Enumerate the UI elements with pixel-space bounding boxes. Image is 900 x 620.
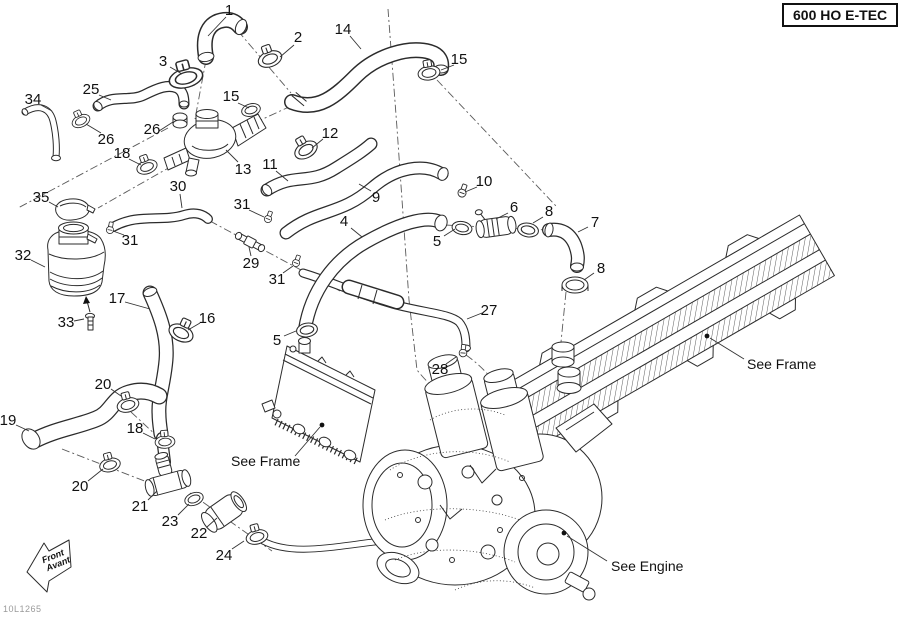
- cylinder-2: [480, 368, 544, 472]
- collar-8: [561, 276, 589, 294]
- bolt-33: [83, 296, 95, 331]
- frame-inlet-fittings: [551, 341, 582, 394]
- coupler-22: [200, 491, 248, 533]
- fitting-29: [234, 231, 266, 253]
- engine-illustration: [362, 354, 613, 601]
- cylinder-1: [424, 354, 489, 459]
- model-badge: 600 HO E-TEC: [782, 3, 899, 27]
- t-fitting-21: [144, 451, 192, 497]
- part-code: 10L1265: [3, 604, 42, 614]
- frame-heat-exchanger: [504, 214, 835, 447]
- bleed-cap-26: [172, 112, 188, 129]
- clamps-and-fittings: [67, 40, 589, 548]
- front-cooler: [261, 337, 376, 466]
- fitting-6: [474, 209, 517, 239]
- coolant-reservoir: [47, 198, 106, 331]
- front-direction-arrow: Front Avant: [26, 539, 72, 593]
- pump-housing: [163, 109, 267, 177]
- reservoir-cap-35: [55, 198, 96, 221]
